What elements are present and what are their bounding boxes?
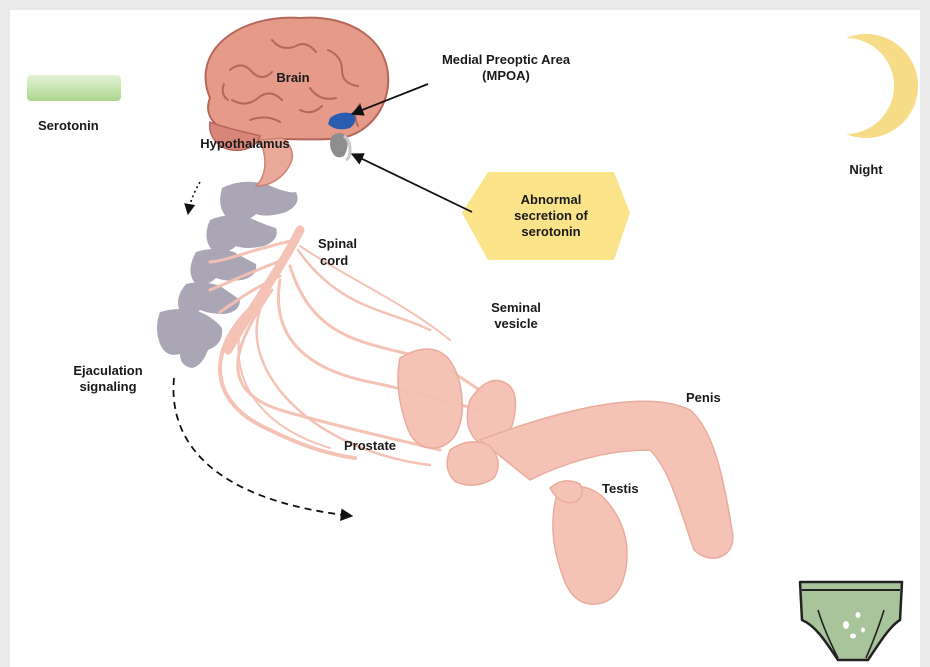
- night-label: Night: [836, 162, 896, 178]
- seminal-vesicle-shape: [398, 349, 462, 448]
- mpoa-label-line1: Medial Preoptic Area: [422, 52, 590, 68]
- prostate-shape: [447, 442, 498, 485]
- abnormal-secretion-line1: Abnormal: [482, 192, 620, 208]
- prostate-label: Prostate: [344, 438, 396, 454]
- ejaculation-label-line2: signaling: [58, 379, 158, 395]
- brain-icon: [206, 18, 389, 186]
- descending-signal-arrow: [188, 182, 200, 214]
- seminal-vesicle-label-line1: Seminal: [476, 300, 556, 316]
- abnormal-secretion-line3: serotonin: [482, 224, 620, 240]
- stained-underwear-icon: [800, 582, 902, 660]
- testis-label: Testis: [602, 481, 639, 497]
- diagram-artwork: [10, 10, 920, 667]
- spinal-cord-label-line1: Spinal: [318, 236, 357, 252]
- seminal-vesicle-label-line2: vesicle: [476, 316, 556, 332]
- serotonin-legend-bar: [27, 75, 121, 101]
- penis-label: Penis: [686, 390, 721, 406]
- diagram-canvas: Brain Hypothalamus Medial Preoptic Area …: [10, 10, 920, 667]
- ejaculation-label-line1: Ejaculation: [58, 363, 158, 379]
- serotonin-legend-label: Serotonin: [38, 118, 99, 134]
- hypothalamus-label: Hypothalamus: [190, 136, 300, 152]
- serotonin-arrow: [352, 154, 472, 212]
- abnormal-secretion-line2: secretion of: [482, 208, 620, 224]
- crescent-moon-icon: [846, 34, 918, 138]
- spinal-cord-label-line2: cord: [320, 253, 348, 269]
- mpoa-label-line2: (MPOA): [422, 68, 590, 84]
- brain-label: Brain: [268, 70, 318, 86]
- testis-shape: [553, 486, 627, 604]
